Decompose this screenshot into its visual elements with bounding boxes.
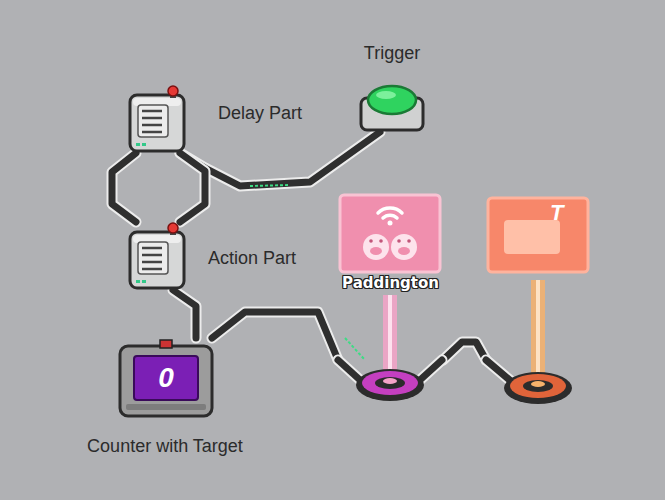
orange-sign [488, 198, 588, 272]
green-button [368, 86, 416, 114]
wire-outline [338, 360, 360, 380]
device-node: Paddington [338, 195, 443, 410]
signal-beam [383, 295, 397, 379]
text-icon [504, 220, 560, 254]
device-panel [138, 242, 168, 274]
wire-outline [486, 360, 512, 382]
base-core [375, 377, 405, 389]
signal-beam [531, 280, 545, 376]
red-tab [160, 340, 172, 348]
counter-device [120, 340, 212, 416]
wire-connector [443, 342, 486, 360]
device-node: 0Counter with Target [72, 338, 258, 460]
device-body [130, 223, 184, 288]
counter-value: 0 [134, 356, 198, 400]
device-node: Trigger [350, 42, 434, 132]
device-case [130, 232, 184, 288]
part-label: Delay Part [218, 102, 302, 124]
wifi-arc [383, 215, 397, 218]
wire-connector [173, 290, 196, 338]
wire-connector [212, 312, 338, 360]
device-node: Action Part [128, 222, 318, 290]
wire-outline [173, 290, 196, 338]
base-ring [510, 374, 566, 398]
pink-sign [340, 195, 440, 272]
base-light [383, 378, 397, 384]
wire-connector [180, 153, 205, 222]
pig-eye [407, 239, 411, 243]
part-label: Action Part [208, 247, 296, 269]
status-light [142, 143, 146, 146]
beam-core [536, 280, 540, 376]
status-light [142, 280, 146, 283]
wire-outline [420, 360, 442, 380]
part-label: Trigger [364, 42, 420, 64]
repeater-name: Paddington [342, 274, 439, 293]
pig-eye [397, 239, 401, 243]
panel-slot [142, 124, 162, 127]
panel-slot [142, 131, 162, 134]
wire-line [443, 342, 486, 360]
base-shell [504, 372, 572, 404]
device-art [486, 198, 590, 410]
panel-slot [142, 247, 162, 250]
panel-slot [142, 261, 162, 264]
pig-eye [369, 239, 373, 243]
wire-line [212, 312, 338, 360]
sign-letter: T [550, 201, 563, 225]
button-shine [376, 91, 396, 99]
pig-face [391, 234, 417, 260]
panel-slot [142, 268, 162, 271]
pig-eye [379, 239, 383, 243]
red-knob [168, 86, 178, 96]
wire-connector [112, 153, 136, 222]
wire-line [112, 153, 136, 222]
status-light [136, 143, 140, 146]
device-body [130, 86, 184, 151]
wire-stub [420, 360, 442, 380]
beam-core [388, 295, 392, 379]
device-node: T [486, 198, 590, 410]
wifi-arc [378, 208, 402, 213]
wire-outline [443, 342, 486, 360]
device-case [130, 95, 184, 151]
base-shell [356, 369, 424, 401]
counter-case [120, 346, 212, 416]
panel-slot [142, 117, 162, 120]
panel-slot [142, 254, 162, 257]
pig-face [363, 234, 389, 260]
device-node: Delay Part [128, 85, 318, 153]
base-core [523, 380, 553, 392]
wire-outline [112, 153, 136, 222]
pig-snout [370, 247, 382, 255]
signal-dashes [345, 338, 365, 360]
device-panel [138, 105, 168, 137]
wifi-dot [388, 221, 393, 226]
status-light [136, 280, 140, 283]
pig-snout [398, 247, 410, 255]
wire-stub [486, 360, 512, 382]
wire-line [180, 153, 205, 222]
part-label: Counter with Target [87, 435, 243, 457]
device-art [338, 195, 442, 410]
wire-line [173, 290, 196, 338]
counter-foot [126, 404, 206, 410]
signal-dashes [250, 185, 290, 186]
base-light [531, 381, 545, 387]
wire-outline [180, 153, 205, 222]
wire-outline [212, 312, 338, 360]
base-ring [362, 371, 418, 395]
wire-stub [338, 360, 360, 380]
panel-slot [142, 110, 162, 113]
counter-screen [134, 356, 198, 400]
red-knob [168, 223, 178, 233]
